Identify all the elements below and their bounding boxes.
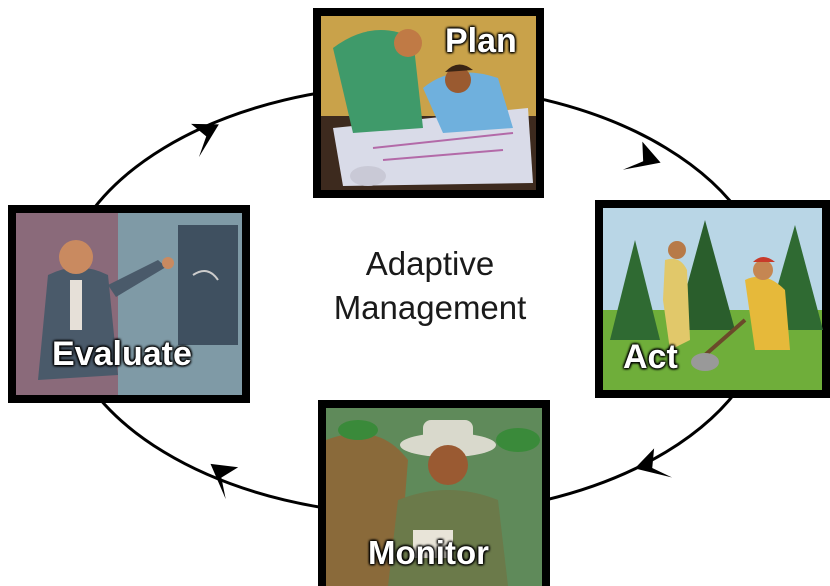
stage-panel-monitor: Monitor xyxy=(318,400,550,586)
presenter-evaluating-illustration-icon xyxy=(16,213,242,395)
stage-label-act: Act xyxy=(623,338,678,376)
center-title: Adaptive Management xyxy=(300,242,560,330)
center-title-line1: Adaptive xyxy=(365,245,495,282)
arrow-evaluate-to-plan-icon xyxy=(191,123,219,158)
stage-label-plan: Plan xyxy=(445,22,517,60)
arrow-plan-to-act-icon xyxy=(622,141,661,170)
stage-panel-act: Act xyxy=(595,200,830,398)
planning-illustration-icon xyxy=(321,16,536,190)
arrow-act-to-monitor-icon xyxy=(634,448,673,478)
stage-panel-plan: Plan xyxy=(313,8,544,198)
center-title-line2: Management xyxy=(333,289,527,326)
arrow-monitor-to-evaluate-icon xyxy=(210,463,239,500)
ranger-monitoring-illustration-icon xyxy=(326,408,542,586)
stage-label-monitor: Monitor xyxy=(368,534,489,571)
stage-panel-evaluate: Evaluate xyxy=(8,205,250,403)
foresters-planting-illustration-icon xyxy=(603,208,823,390)
stage-label-evaluate: Evaluate xyxy=(52,335,192,373)
